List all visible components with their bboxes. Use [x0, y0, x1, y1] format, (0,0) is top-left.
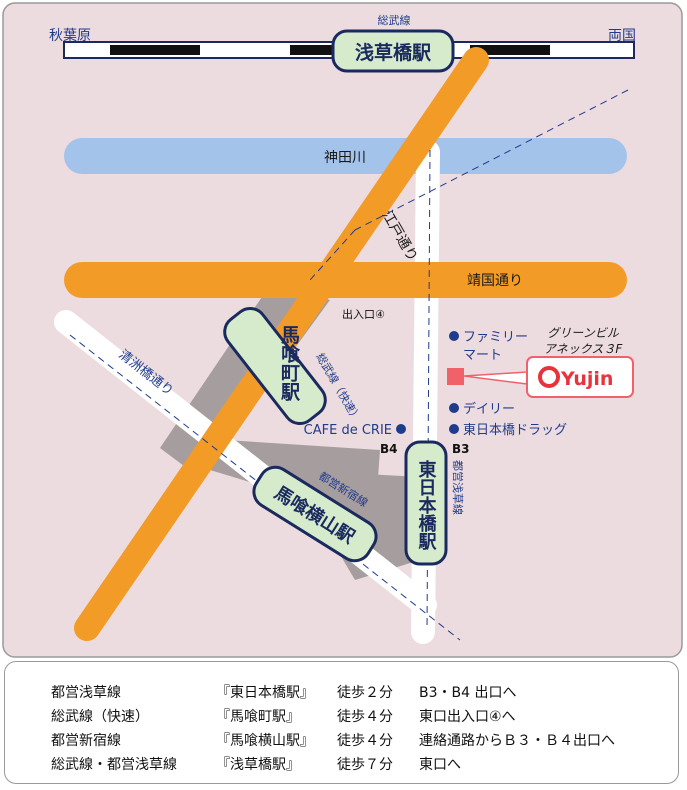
- familymart-label-2: マート: [463, 348, 502, 363]
- sobu-rapid-dashed-line: [69, 334, 461, 641]
- yujin-logo-text: Yujin: [560, 368, 613, 390]
- legend-station: 『馬喰横山駅』: [216, 733, 314, 749]
- area-map: 神田川 清洲橋通り 靖国通り 江戸通り 総武線 秋葉原 両国 総武線（快速） 都…: [2, 2, 683, 658]
- legend-row: 総武線（快速） 『馬喰町駅』 徒歩４分 東口出入口④へ: [5, 706, 678, 730]
- sobu-rapid-dashed-line-upper: [354, 89, 629, 231]
- legend-note: 東口へ: [419, 757, 461, 773]
- legend-row: 総武線・都営浅草線 『浅草橋駅』 徒歩７分 東口へ: [5, 754, 678, 778]
- kanda-river: [64, 138, 627, 174]
- legend-line: 都営浅草線: [51, 685, 121, 701]
- legend-line: 総武線（快速）: [51, 709, 149, 725]
- cafe-label: CAFE de CRIE: [304, 423, 392, 438]
- bakurocho-station: [223, 306, 327, 426]
- legend-note: 東口出入口④へ: [419, 709, 516, 725]
- asakusabashi-station-label: 浅草橋駅: [355, 41, 432, 64]
- akihabara-label: 秋葉原: [49, 28, 91, 44]
- legend-line: 都営新宿線: [51, 733, 121, 749]
- target-building-marker: [447, 368, 464, 385]
- asakusabashi-station: 浅草橋駅: [331, 29, 455, 73]
- building-name-label-2: アネックス３F: [544, 342, 624, 356]
- drug-label: 東日本橋ドラッグ: [463, 422, 567, 438]
- exit-b3-label: B3: [452, 442, 470, 456]
- exit4-label: 出入口④: [342, 307, 385, 321]
- legend-station: 『東日本橋駅』: [216, 685, 314, 701]
- ryogoku-label: 両国: [608, 28, 636, 44]
- yasukuni-dori-label: 靖国通り: [467, 273, 523, 289]
- legend-station: 『馬喰町駅』: [216, 709, 300, 725]
- legend-row: 都営新宿線 『馬喰横山駅』 徒歩４分 連絡通路からＢ３・Ｂ４出口へ: [5, 730, 678, 754]
- yasukuni-dori-road: [64, 262, 627, 298]
- kanda-river-label: 神田川: [324, 150, 366, 166]
- legend-time: 徒歩４分: [337, 709, 393, 725]
- exit-b4-label: B4: [380, 442, 398, 456]
- legend-note: B3・B4 出口へ: [419, 685, 517, 701]
- poi-dots: [396, 331, 459, 434]
- asakusa-line-label: 都営浅草線: [451, 460, 465, 515]
- bakurocho-station-label: 馬喰町駅: [278, 325, 301, 402]
- higashinihombashi-station: 東日本橋駅: [404, 440, 448, 566]
- legend-line: 総武線・都営浅草線: [51, 757, 177, 773]
- legend-station: 『浅草橋駅』: [216, 757, 300, 773]
- yujin-logo: Yujin: [538, 366, 613, 390]
- legend-time: 徒歩４分: [337, 733, 393, 749]
- sobu-line-label: 総武線: [378, 13, 411, 27]
- legend-note: 連絡通路からＢ３・Ｂ４出口へ: [419, 733, 615, 749]
- familymart-label-1: ファミリー: [463, 330, 528, 345]
- legend-row: 都営浅草線 『東日本橋駅』 徒歩２分 B3・B4 出口へ: [5, 682, 678, 706]
- access-legend: 都営浅草線 『東日本橋駅』 徒歩２分 B3・B4 出口へ 総武線（快速） 『馬喰…: [4, 661, 679, 784]
- building-name-label-1: グリーンビル: [547, 326, 619, 340]
- higashinihombashi-station-label: 東日本橋駅: [416, 459, 438, 551]
- daily-label: デイリー: [463, 401, 515, 417]
- legend-time: 徒歩７分: [337, 757, 393, 773]
- legend-time: 徒歩２分: [337, 685, 393, 701]
